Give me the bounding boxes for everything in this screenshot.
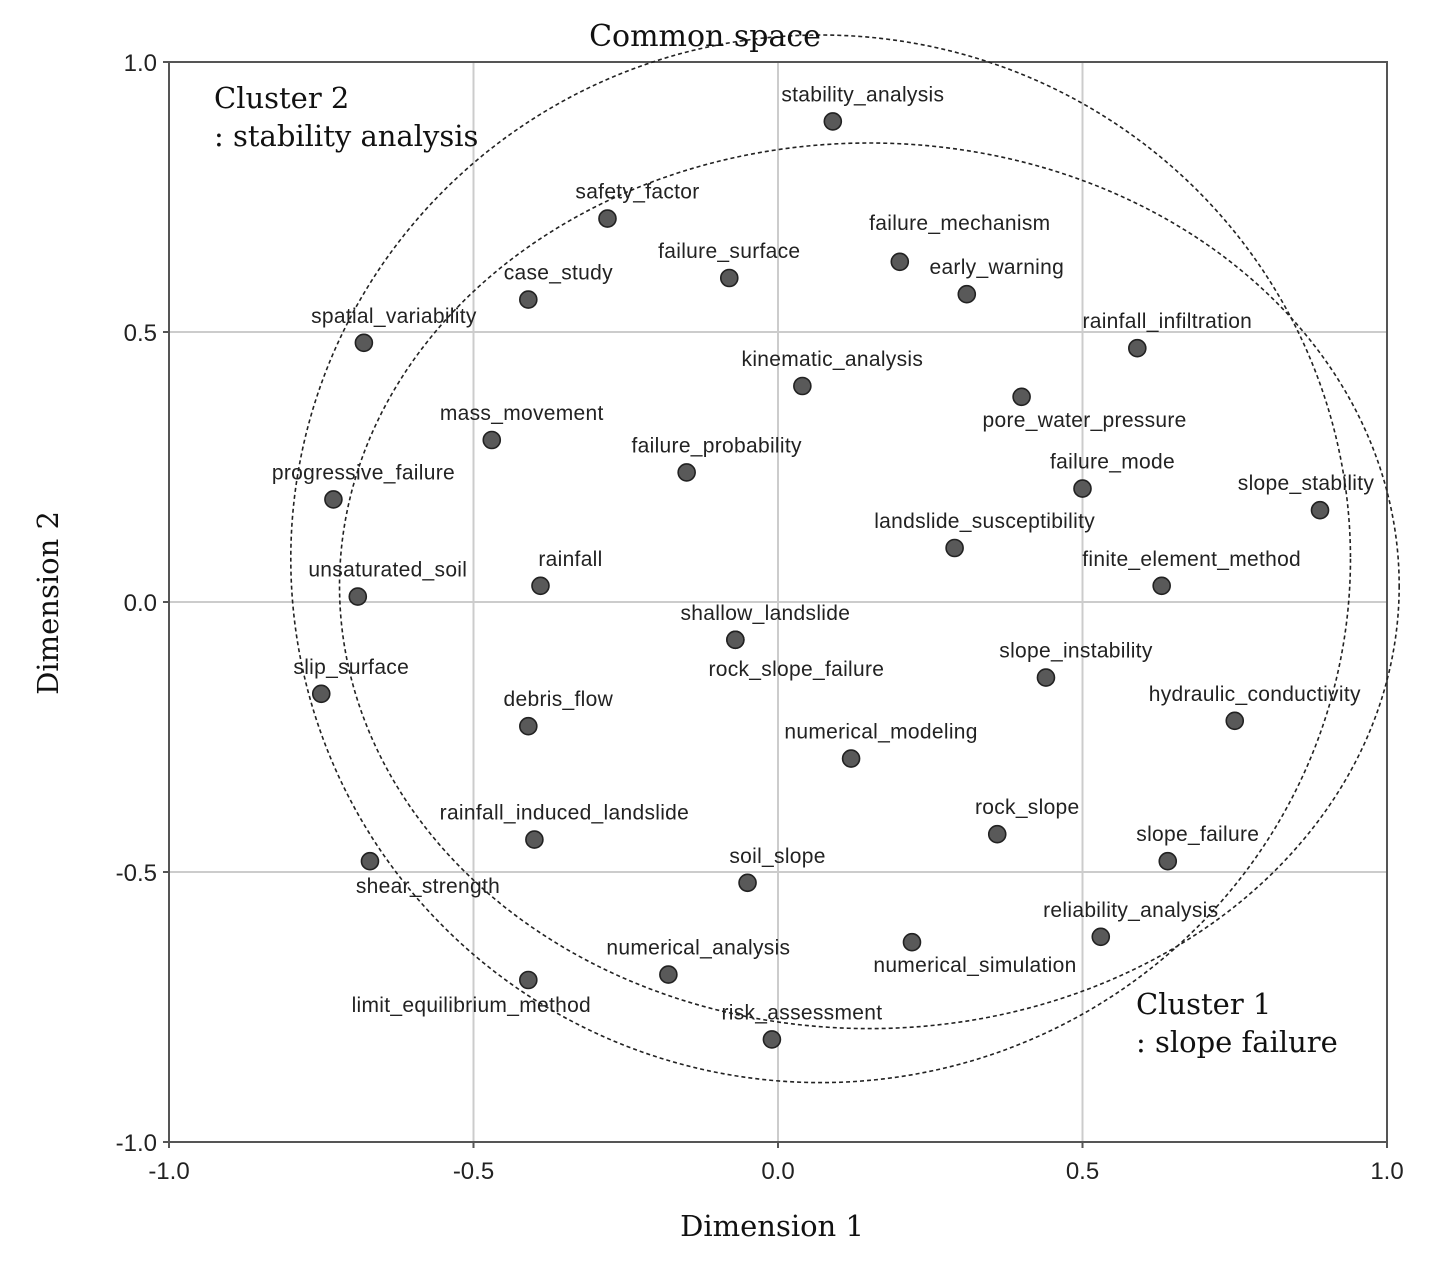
point-label: numerical_analysis xyxy=(606,937,790,960)
point-rock-slope xyxy=(987,824,1007,844)
y-tick-label: 1.0 xyxy=(124,50,157,77)
point-soil-slope xyxy=(738,873,757,893)
y-tick-label: -0.5 xyxy=(116,860,157,887)
point-label: slip_surface xyxy=(293,656,409,679)
point-unsaturated-soil xyxy=(348,587,368,606)
point-label: slope_stability xyxy=(1238,472,1375,495)
point-reliability-analysis xyxy=(1091,927,1111,947)
cluster-2-description: : stability analysis xyxy=(214,119,478,153)
point-numerical-simulation xyxy=(902,932,922,952)
point-early-warning xyxy=(957,284,977,304)
point-rainfall xyxy=(531,576,550,596)
y-axis-title: Dimension 2 xyxy=(31,511,65,695)
point-label: risk_assessment xyxy=(721,1001,882,1024)
point-safety-factor xyxy=(598,209,617,228)
point-rainfall-infiltration xyxy=(1128,338,1147,358)
x-tick-label: 0.0 xyxy=(761,1158,794,1185)
axis-ticks: -1.0 -0.5 0.0 0.5 1.0 -1.0 -0.5 0.0 0.5 1.0 xyxy=(116,50,1404,1185)
point-progressive-failure xyxy=(324,490,343,509)
point-label: hydraulic_conductivity xyxy=(1149,683,1361,706)
point-slope-instability xyxy=(1036,668,1056,687)
data-points xyxy=(311,112,1330,1049)
point-label: unsaturated_soil xyxy=(308,559,467,582)
y-tick-label: -1.0 xyxy=(116,1130,157,1157)
point-failure-mode xyxy=(1073,479,1092,498)
point-label: kinematic_analysis xyxy=(742,348,924,371)
point-pore-water-pressure xyxy=(1012,387,1031,407)
point-label: failure_mechanism xyxy=(869,212,1050,235)
point-shear-strength xyxy=(360,851,380,871)
grid-lines xyxy=(169,62,1387,1142)
cluster-1-description: : slope failure xyxy=(1136,1025,1338,1059)
point-numerical-modeling xyxy=(841,749,861,768)
point-label: rock_slope_failure xyxy=(708,658,884,681)
point-label: spatial_variability xyxy=(311,305,477,328)
point-label: failure_probability xyxy=(632,434,802,457)
point-label: debris_flow xyxy=(504,688,614,711)
point-slope-failure xyxy=(1158,851,1178,871)
point-label: failure_surface xyxy=(658,240,800,263)
point-label: numerical_simulation xyxy=(873,954,1076,977)
point-risk-assessment xyxy=(762,1030,782,1049)
point-rock-slope-failure xyxy=(726,630,745,650)
point-spatial-variability xyxy=(354,333,374,353)
point-label: pore_water_pressure xyxy=(983,409,1187,432)
point-labels: stability_analysis safety_factor failure_m… xyxy=(272,83,1375,1024)
point-failure-surface xyxy=(719,268,739,288)
point-slope-stability xyxy=(1310,500,1330,520)
y-tick-label: 0.5 xyxy=(124,320,157,347)
point-mass-movement xyxy=(482,430,502,450)
cluster-1-name: Cluster 1 xyxy=(1136,987,1271,1021)
point-label: rock_slope xyxy=(975,796,1080,819)
point-label: limit_equilibrium_method xyxy=(352,994,591,1017)
point-failure-mechanism xyxy=(890,252,910,272)
point-hydraulic-conductivity xyxy=(1225,711,1245,731)
point-label: landslide_susceptibility xyxy=(874,510,1095,533)
point-label: soil_slope xyxy=(729,845,825,868)
point-rainfall-induced-landslide xyxy=(525,830,544,849)
point-label: shear_strength xyxy=(356,875,500,898)
chart-title: Common space xyxy=(589,19,821,54)
point-finite-element-method xyxy=(1152,576,1171,596)
point-failure-probability xyxy=(677,463,696,482)
point-label: rainfall xyxy=(538,548,602,571)
point-label: rainfall_infiltration xyxy=(1082,310,1252,333)
x-tick-label: 1.0 xyxy=(1370,1158,1403,1185)
point-limit-equilibrium-method xyxy=(519,970,538,990)
y-tick-label: 0.0 xyxy=(124,590,157,617)
point-numerical-analysis xyxy=(659,965,678,984)
x-tick-label: 0.5 xyxy=(1066,1158,1099,1185)
point-landslide-susceptibility xyxy=(945,538,964,558)
cluster-2-name: Cluster 2 xyxy=(214,81,349,115)
point-label: mass_movement xyxy=(440,402,604,425)
x-axis-title: Dimension 1 xyxy=(680,1209,864,1243)
point-label: numerical_modeling xyxy=(784,721,977,744)
point-slip-surface xyxy=(311,684,331,704)
point-label: failure_mode xyxy=(1050,451,1175,474)
point-debris-flow xyxy=(519,716,538,736)
cluster-2-ellipse xyxy=(289,34,1352,1084)
point-label: progressive_failure xyxy=(272,461,455,484)
cluster-ellipses xyxy=(289,34,1400,1084)
point-label: finite_element_method xyxy=(1082,548,1301,571)
point-label: slope_instability xyxy=(999,640,1153,663)
point-label: stability_analysis xyxy=(781,83,944,106)
point-label: shallow_landslide xyxy=(681,602,851,625)
point-label: slope_failure xyxy=(1136,823,1259,846)
point-case-study xyxy=(519,290,538,309)
cluster-1-ellipse xyxy=(338,142,1400,1030)
point-kinematic-analysis xyxy=(793,376,812,396)
point-label: case_study xyxy=(504,262,613,285)
point-stability-analysis xyxy=(823,112,843,131)
point-label: reliability_analysis xyxy=(1043,899,1218,922)
x-tick-label: -1.0 xyxy=(148,1158,189,1185)
point-label: safety_factor xyxy=(575,181,699,204)
x-tick-label: -0.5 xyxy=(453,1158,494,1185)
point-label: early_warning xyxy=(929,256,1064,279)
point-label: rainfall_induced_landslide xyxy=(440,802,689,825)
